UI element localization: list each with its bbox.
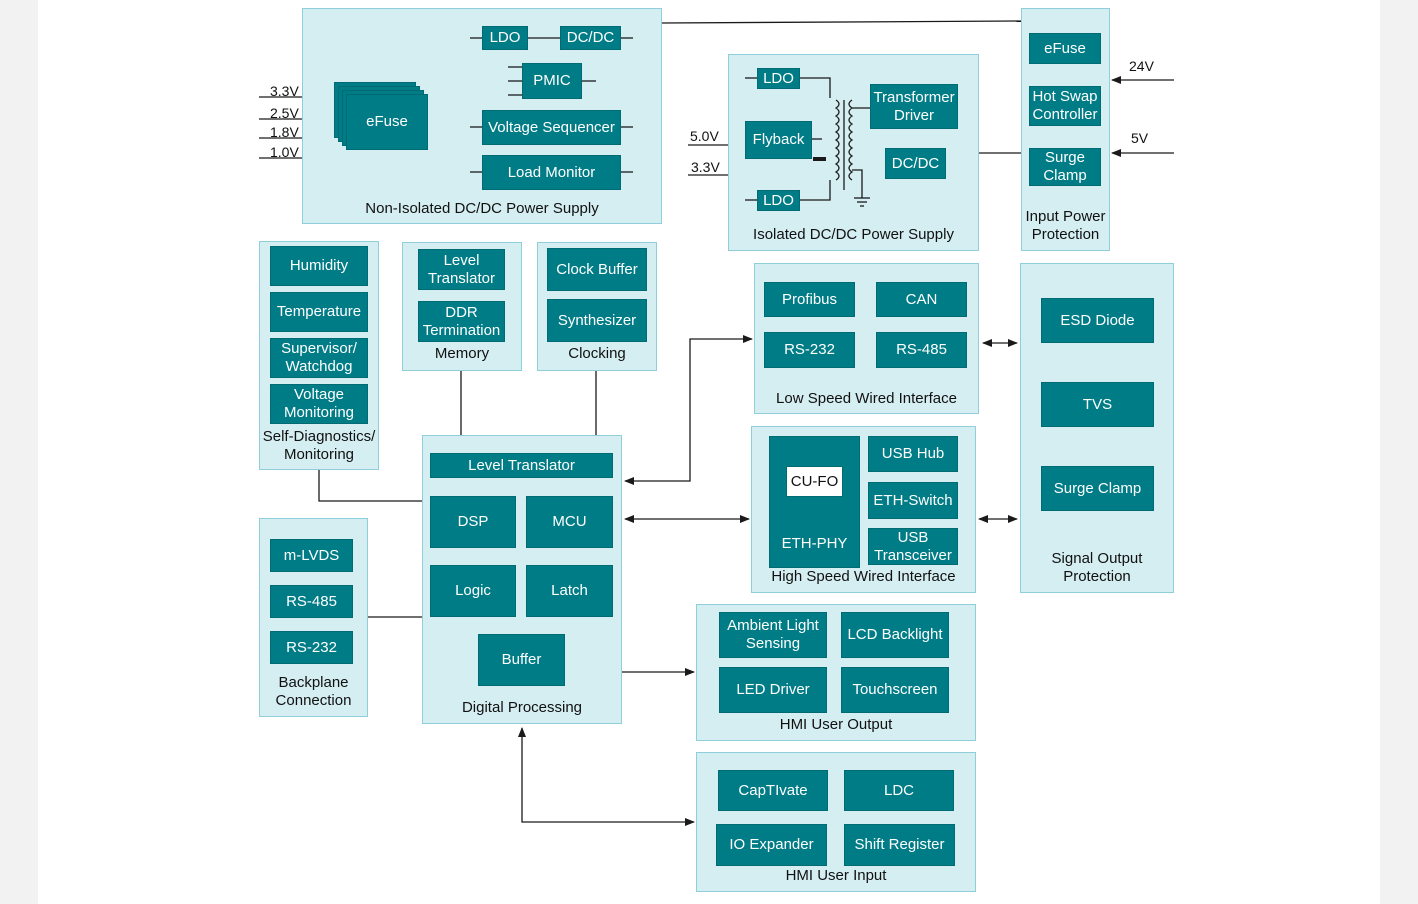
supervisor-watchdog[interactable]: Supervisor/ Watchdog <box>270 338 368 378</box>
rail-1v0: 1.0V <box>270 144 299 160</box>
memory-level-translator[interactable]: Level Translator <box>418 249 505 290</box>
eth-phy[interactable]: ETH-PHY <box>769 436 860 568</box>
group-label-input-protection: Input Power Protection <box>1025 208 1106 243</box>
iso-rail-5v0: 5.0V <box>690 128 719 144</box>
isolated-ldo-bottom[interactable]: LDO <box>757 190 800 211</box>
rail-2v5: 2.5V <box>270 105 299 121</box>
iso-rail-3v3: 3.3V <box>691 159 720 175</box>
group-label-hmi-input: HMI User Input <box>785 867 887 884</box>
tvs[interactable]: TVS <box>1041 382 1154 427</box>
group-label-clocking: Clocking <box>568 345 626 362</box>
rail-1v8: 1.8V <box>270 124 299 140</box>
can[interactable]: CAN <box>876 282 967 317</box>
low-speed-rs485[interactable]: RS-485 <box>876 332 967 368</box>
buffer[interactable]: Buffer <box>478 634 565 686</box>
ambient-light-sensing[interactable]: Ambient Light Sensing <box>719 612 827 658</box>
group-label-digital-processing: Digital Processing <box>461 699 583 716</box>
nonisolated-dcdc[interactable]: DC/DC <box>560 26 621 50</box>
esd-diode[interactable]: ESD Diode <box>1041 298 1154 343</box>
group-label-self-diagnostics: Self-Diagnostics/ Monitoring <box>262 428 376 463</box>
group-label-isolated: Isolated DC/DC Power Supply <box>753 226 954 243</box>
io-expander[interactable]: IO Expander <box>716 824 827 866</box>
transformer-driver[interactable]: Transformer Driver <box>870 84 958 129</box>
input-5v: 5V <box>1131 130 1149 146</box>
group-label-memory: Memory <box>434 345 490 362</box>
voltage-sequencer[interactable]: Voltage Sequencer <box>482 110 621 145</box>
backplane-rs485[interactable]: RS-485 <box>270 585 353 618</box>
flyback-switch-icon <box>813 157 826 161</box>
synthesizer[interactable]: Synthesizer <box>547 299 647 342</box>
led-driver[interactable]: LED Driver <box>719 667 827 713</box>
isolated-dcdc[interactable]: DC/DC <box>885 148 946 179</box>
ldc[interactable]: LDC <box>844 770 954 811</box>
isolated-ldo-top[interactable]: LDO <box>757 68 800 89</box>
group-label-nonisolated: Non-Isolated DC/DC Power Supply <box>365 200 599 217</box>
backplane-rs232[interactable]: RS-232 <box>270 631 353 664</box>
usb-transceiver[interactable]: USB Transceiver <box>868 528 958 565</box>
pmic[interactable]: PMIC <box>522 63 582 99</box>
group-label-signal-output: Signal Output Protection <box>1051 550 1143 585</box>
mcu[interactable]: MCU <box>526 496 613 548</box>
output-surge-clamp[interactable]: Surge Clamp <box>1041 466 1154 511</box>
profibus[interactable]: Profibus <box>764 282 855 317</box>
flyback[interactable]: Flyback <box>745 121 812 159</box>
group-label-hmi-output: HMI User Output <box>779 716 893 733</box>
latch[interactable]: Latch <box>526 565 613 617</box>
dp-level-translator[interactable]: Level Translator <box>430 453 613 478</box>
load-monitor[interactable]: Load Monitor <box>482 155 621 190</box>
rail-3v3: 3.3V <box>270 83 299 99</box>
captivate[interactable]: CapTIvate <box>718 770 828 811</box>
usb-hub[interactable]: USB Hub <box>868 436 958 472</box>
voltage-monitoring[interactable]: Voltage Monitoring <box>270 384 368 424</box>
low-speed-rs232[interactable]: RS-232 <box>764 332 855 368</box>
humidity[interactable]: Humidity <box>270 246 368 286</box>
cu-fo[interactable]: CU-FO <box>786 466 843 497</box>
group-label-high-speed: High Speed Wired Interface <box>771 568 956 585</box>
input-24v: 24V <box>1129 58 1154 74</box>
dsp[interactable]: DSP <box>430 496 516 548</box>
eth-phy-label: ETH-PHY <box>781 535 848 552</box>
input-surge-clamp[interactable]: Surge Clamp <box>1029 148 1101 186</box>
ddr-termination[interactable]: DDR Termination <box>418 301 505 342</box>
group-label-backplane: Backplane Connection <box>275 674 352 709</box>
clock-buffer[interactable]: Clock Buffer <box>547 248 647 291</box>
nonisolated-efuse[interactable]: eFuse <box>346 94 428 150</box>
hot-swap-controller[interactable]: Hot Swap Controller <box>1029 86 1101 126</box>
touchscreen[interactable]: Touchscreen <box>841 667 949 713</box>
nonisolated-ldo[interactable]: LDO <box>482 26 528 50</box>
logic[interactable]: Logic <box>430 565 516 617</box>
m-lvds[interactable]: m-LVDS <box>270 539 353 572</box>
lcd-backlight[interactable]: LCD Backlight <box>841 612 949 658</box>
group-label-low-speed: Low Speed Wired Interface <box>776 390 957 407</box>
shift-register[interactable]: Shift Register <box>844 824 955 866</box>
eth-switch[interactable]: ETH-Switch <box>868 482 958 519</box>
temperature[interactable]: Temperature <box>270 292 368 332</box>
input-efuse[interactable]: eFuse <box>1029 33 1101 64</box>
